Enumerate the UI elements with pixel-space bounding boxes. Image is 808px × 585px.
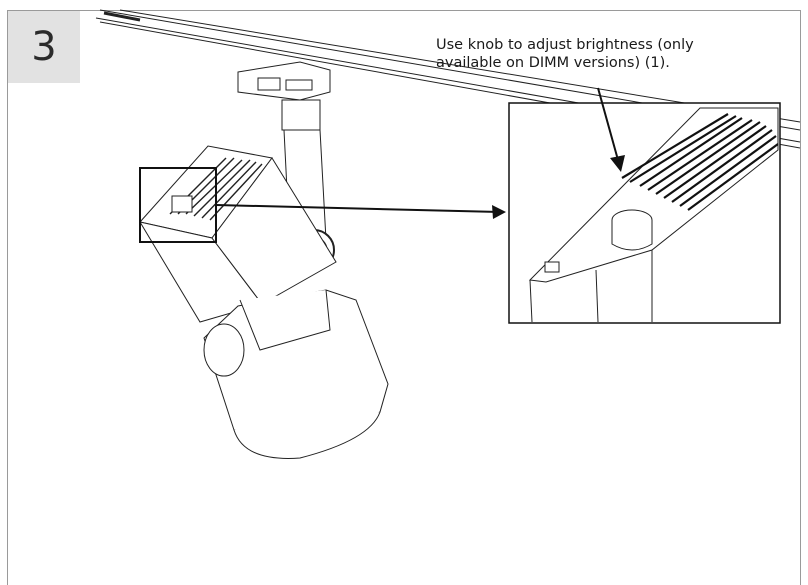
zoom-detail-panel: [508, 102, 781, 324]
step-number-box: 3: [8, 11, 80, 83]
page-frame: [7, 10, 801, 585]
step-number: 3: [31, 24, 57, 70]
lamp-head: [203, 289, 389, 459]
instruction-caption: Use knob to adjust brightness (only avai…: [436, 36, 766, 72]
caption-line-2: available on DIMM versions) (1).: [436, 55, 670, 71]
driver-box: [138, 145, 337, 323]
caption-line-1: Use knob to adjust brightness (only: [436, 37, 694, 53]
zoom-connector-arrow: [215, 204, 506, 219]
knob-pointer-arrow: [597, 87, 625, 172]
brightness-knob: [611, 209, 653, 251]
vent-slots: [621, 113, 779, 211]
